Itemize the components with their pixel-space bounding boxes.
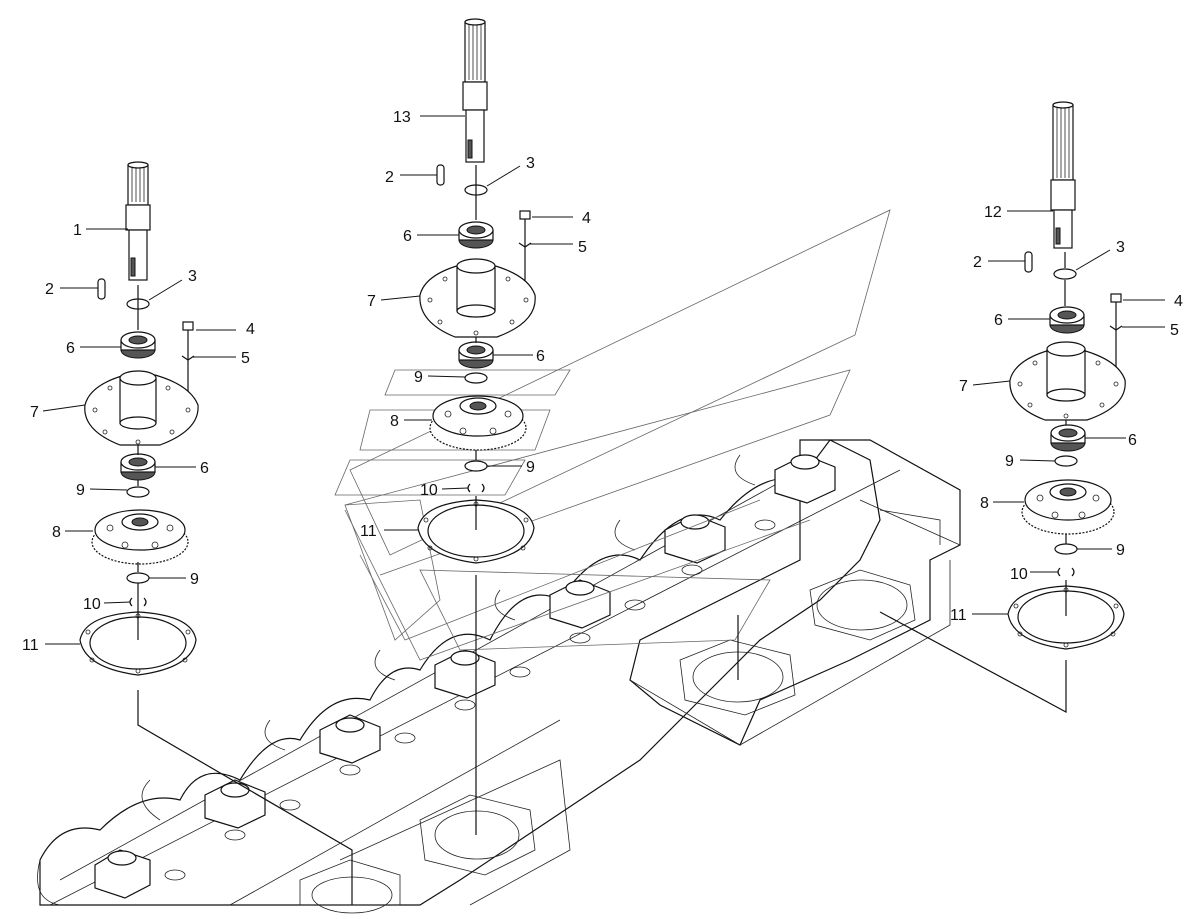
label-key: 2 <box>385 169 394 186</box>
washer <box>518 242 532 248</box>
label-circlip: 9 <box>1116 542 1125 559</box>
label-housing: 7 <box>367 293 376 310</box>
label-gear: 8 <box>980 495 989 512</box>
gasket <box>79 611 197 676</box>
bearing <box>458 341 494 369</box>
bolt <box>1110 293 1122 372</box>
shaft <box>125 161 151 281</box>
label-circlip: 9 <box>414 369 423 386</box>
pin <box>467 483 485 493</box>
label-circlip: 9 <box>76 482 85 499</box>
label-bearing: 6 <box>66 340 75 357</box>
label-housing: 7 <box>959 378 968 395</box>
label-bolt: 4 <box>1174 293 1183 310</box>
label-gasket: 11 <box>360 523 377 540</box>
label-circlip: 3 <box>1116 239 1125 256</box>
label-circlip: 9 <box>190 571 199 588</box>
gear <box>429 395 527 451</box>
bolt <box>519 210 531 290</box>
washer <box>1109 325 1123 331</box>
label-key: 2 <box>973 254 982 271</box>
gear <box>1021 479 1115 535</box>
housing <box>419 258 536 338</box>
label-washer: 5 <box>1170 322 1179 339</box>
label-gasket: 11 <box>950 607 967 624</box>
shaft <box>1050 101 1076 249</box>
shaft <box>462 18 488 163</box>
circlip <box>1054 455 1078 467</box>
base-gasket-recesses <box>299 569 916 914</box>
hub-3 <box>319 714 416 776</box>
pin <box>1057 567 1075 577</box>
hub-5 <box>549 579 646 644</box>
label-shaft: 12 <box>984 204 1002 221</box>
gasket <box>417 499 535 564</box>
label-pin: 10 <box>83 596 101 613</box>
circlip <box>464 372 488 384</box>
bearing <box>458 221 494 249</box>
housing <box>84 370 199 446</box>
label-washer: 5 <box>241 350 250 367</box>
hub-4 <box>434 649 531 711</box>
label-gear: 8 <box>390 413 399 430</box>
label-gear: 8 <box>52 524 61 541</box>
circlip <box>126 572 150 584</box>
center-assembly: 13 2 3 4 5 6 7 6 9 8 9 10 11 <box>360 18 591 835</box>
label-pin: 10 <box>1010 566 1028 583</box>
label-key: 2 <box>45 281 54 298</box>
label-bolt: 4 <box>582 210 591 227</box>
label-housing: 7 <box>30 404 39 421</box>
phantom-outlines <box>334 209 891 661</box>
label-pin: 10 <box>420 482 438 499</box>
washer <box>181 355 195 361</box>
key <box>97 278 106 300</box>
label-shaft: 1 <box>73 222 82 239</box>
circlip <box>1054 543 1078 555</box>
left-assembly: 1 2 3 4 5 6 7 6 9 8 9 10 11 <box>22 161 353 905</box>
label-circlip: 3 <box>188 268 197 285</box>
key <box>1024 251 1033 273</box>
label-circlip: 3 <box>526 155 535 172</box>
gear <box>91 509 189 565</box>
label-gasket: 11 <box>22 637 39 654</box>
hub-1 <box>94 849 186 899</box>
circlip <box>1053 268 1077 280</box>
label-washer: 5 <box>578 239 587 256</box>
hub-7 <box>774 454 836 504</box>
circlip <box>126 486 150 498</box>
label-shaft: 13 <box>393 109 411 126</box>
label-bearing: 6 <box>1128 432 1137 449</box>
bearing <box>120 453 156 481</box>
label-bearing: 6 <box>994 312 1003 329</box>
hub-2 <box>204 779 301 841</box>
label-bearing: 6 <box>403 228 412 245</box>
right-assembly: 12 2 3 4 5 6 7 6 9 8 9 10 11 <box>879 101 1183 714</box>
label-circlip: 9 <box>1005 453 1014 470</box>
label-circlip: 9 <box>526 459 535 476</box>
label-bearing: 6 <box>536 348 545 365</box>
label-bolt: 4 <box>246 321 255 338</box>
hub-6 <box>664 514 776 576</box>
gasket <box>1007 585 1125 650</box>
circlip <box>464 460 488 472</box>
bolt <box>182 321 194 400</box>
bearing <box>1050 424 1086 452</box>
label-bearing: 6 <box>200 460 209 477</box>
bearing <box>1049 306 1085 334</box>
bearing <box>120 331 156 359</box>
key <box>436 164 445 186</box>
housing <box>1009 341 1126 421</box>
